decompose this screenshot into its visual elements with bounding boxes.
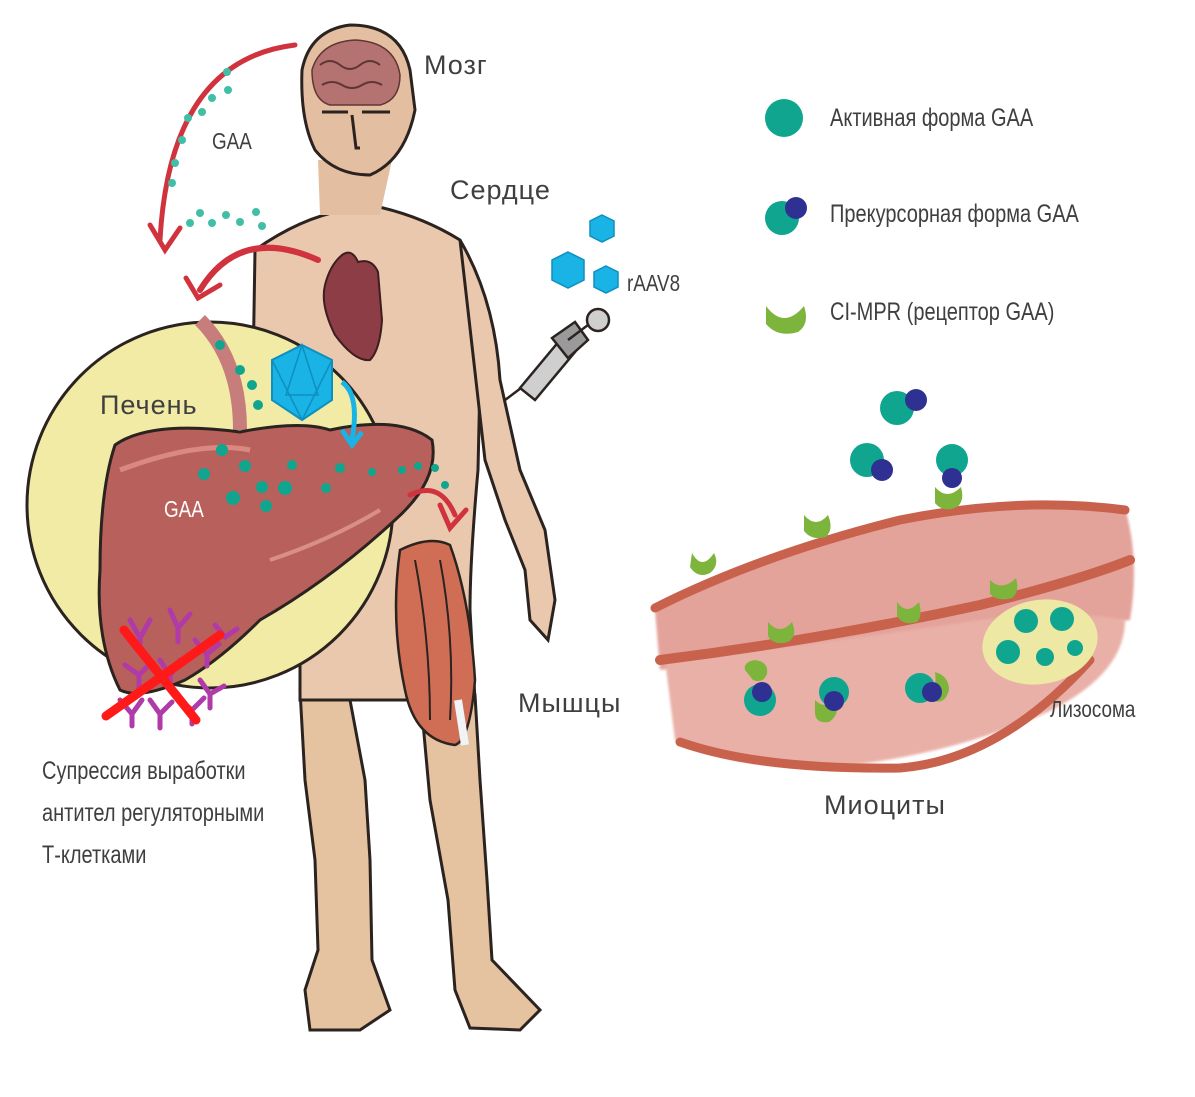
- lysosome-label: Лизосома: [1050, 696, 1136, 722]
- left-leg: [298, 688, 392, 1032]
- treg-suppression-note: Супрессия выработки антител регуляторным…: [42, 750, 264, 876]
- brain-label: Мозг: [424, 50, 488, 80]
- precursor-gaa-icon: [760, 192, 814, 236]
- ci-mpr-receptor-icon: [760, 290, 814, 334]
- gaa-dots-circulation: [168, 68, 266, 230]
- liver-label: Печень: [100, 390, 198, 420]
- heart-label: Сердце: [450, 175, 551, 205]
- myocytes-label: Миоциты: [824, 790, 946, 820]
- heart-organ: [322, 251, 384, 362]
- right-leg: [418, 688, 543, 1032]
- note-line: Т-клетками: [42, 841, 147, 869]
- raav8-label: rAAV8: [627, 270, 681, 296]
- legend-label: CI-MPR (рецептор GAA): [830, 297, 1055, 326]
- legend-label: Прекурсорная форма GAA: [830, 199, 1079, 228]
- legend-label: Активная форма GAA: [830, 103, 1034, 132]
- legend-item-ci-mpr: CI-MPR (рецептор GAA): [760, 290, 1110, 334]
- precursor-gaa-particles: [744, 389, 968, 716]
- lysosome-gaa: [996, 607, 1083, 666]
- myocyte-membranes: [650, 500, 1135, 773]
- raav8-capsid-large-icon: [271, 342, 333, 422]
- suppression-cross-icon: [101, 625, 225, 725]
- vector-entry-arrow-icon: [340, 379, 357, 441]
- note-line: Супрессия выработки: [42, 757, 246, 785]
- brain: [311, 39, 401, 106]
- gaa-circulation-label: GAA: [212, 128, 252, 154]
- circulation-arrows: [147, 42, 469, 533]
- note-line: антител регуляторными: [42, 799, 265, 827]
- myocytes: [650, 389, 1135, 773]
- legend-item-precursor-gaa: Прекурсорная форма GAA: [760, 192, 1141, 236]
- legend-item-active-gaa: Активная форма GAA: [760, 96, 1084, 140]
- active-gaa-icon: [760, 96, 814, 140]
- raav8-capsids: [551, 214, 619, 294]
- syringe-icon: [504, 307, 611, 402]
- muscles-label: Мышцы: [518, 688, 622, 718]
- gaa-dots-liver: [198, 340, 449, 512]
- gaa-liver-label: GAA: [164, 496, 204, 522]
- right-arm: [458, 239, 557, 644]
